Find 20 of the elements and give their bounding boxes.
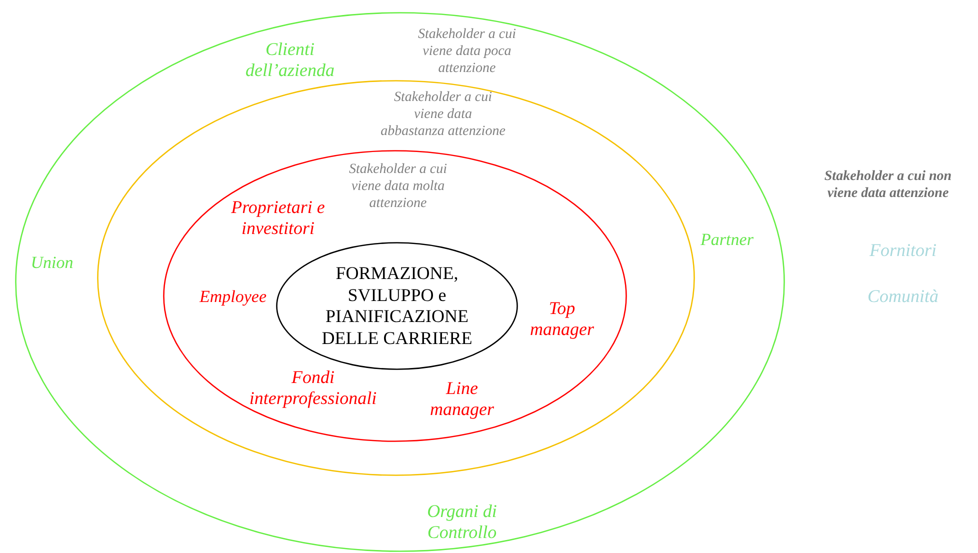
ring-heading: Stakeholder a cui viene data poca attenzione bbox=[417, 27, 517, 78]
stakeholder-label: Line manager bbox=[429, 378, 495, 421]
stakeholder-label: Union bbox=[30, 253, 74, 274]
center-text: FORMAZIONE, SVILUPPO e PIANIFICAZIONE DELLE CARRIERE bbox=[320, 263, 474, 350]
ring-ellipse bbox=[97, 80, 695, 476]
stakeholder-label: Comunità bbox=[866, 286, 940, 308]
ring-ellipse bbox=[15, 12, 785, 552]
stakeholder-label: Top manager bbox=[529, 298, 595, 341]
stakeholder-label: Fornitori bbox=[868, 240, 938, 262]
note-heading: Stakeholder a cui non viene data attenzione bbox=[824, 169, 952, 203]
ring-heading: Stakeholder a cui viene data molta attenzione bbox=[348, 162, 448, 212]
stakeholder-label: Employee bbox=[198, 287, 268, 308]
stakeholder-label: Proprietari e investitori bbox=[230, 196, 326, 240]
ring-heading: Stakeholder a cui viene data abbastanza attenzione bbox=[380, 90, 506, 140]
stakeholder-label: Fondi interprofessionali bbox=[248, 366, 378, 410]
ring-ellipse bbox=[163, 150, 627, 442]
stakeholder-label: Organi di Controllo bbox=[426, 500, 498, 544]
stakeholder-label: Clienti dell’azienda bbox=[244, 38, 336, 82]
ring-ellipse bbox=[276, 242, 518, 370]
stakeholder-label: Partner bbox=[700, 230, 754, 250]
